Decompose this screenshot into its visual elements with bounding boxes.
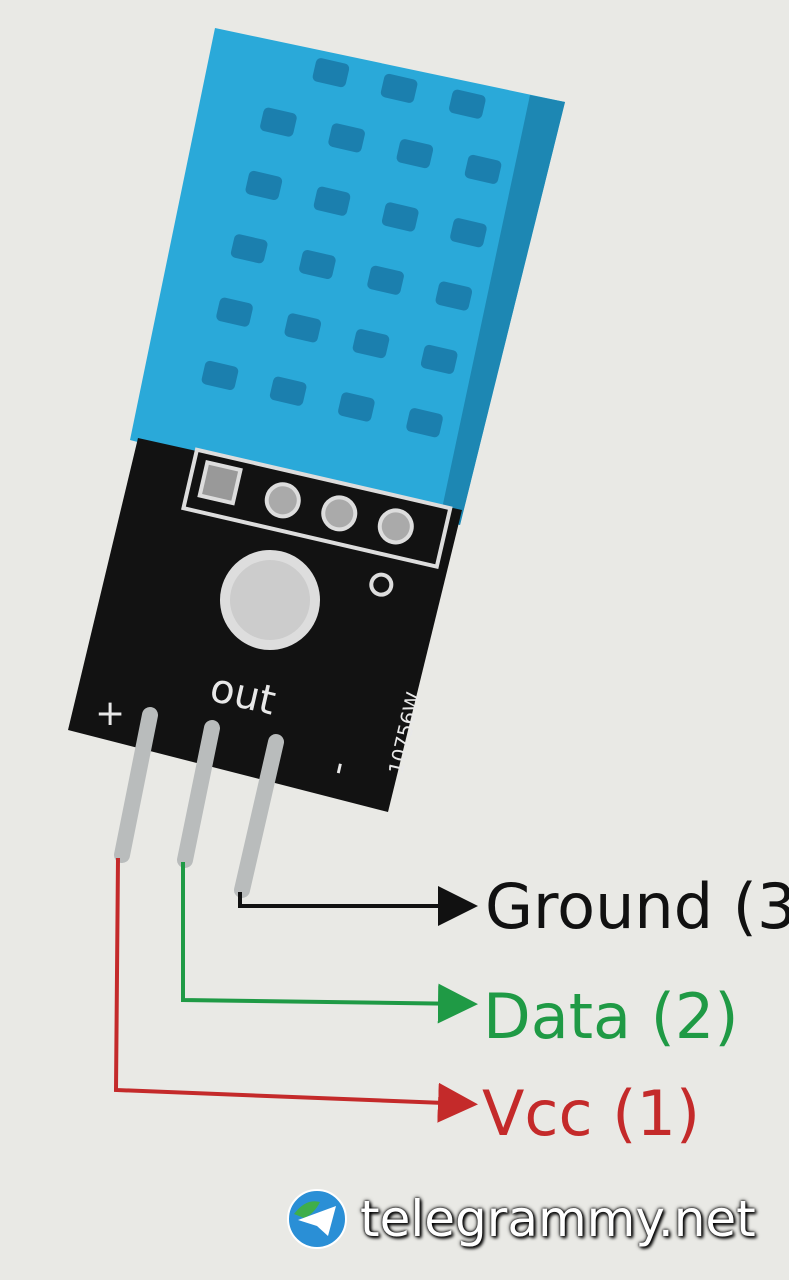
watermark-text: telegrammy.net — [360, 1190, 756, 1248]
data-wire — [181, 862, 478, 1024]
ground-wire — [238, 886, 478, 926]
vcc-label: Vcc (1) — [482, 1077, 700, 1150]
vcc-wire — [113, 857, 478, 1123]
ground-label: Ground (3 — [485, 870, 789, 943]
pcb-board: out + - 10756W — [68, 438, 462, 812]
watermark: telegrammy.net — [286, 1188, 756, 1250]
telegram-globe-icon — [287, 1189, 347, 1249]
sensor-housing — [130, 28, 565, 525]
data-label: Data (2) — [483, 980, 739, 1053]
header-pins — [114, 707, 284, 898]
silk-plus: + — [95, 693, 125, 734]
